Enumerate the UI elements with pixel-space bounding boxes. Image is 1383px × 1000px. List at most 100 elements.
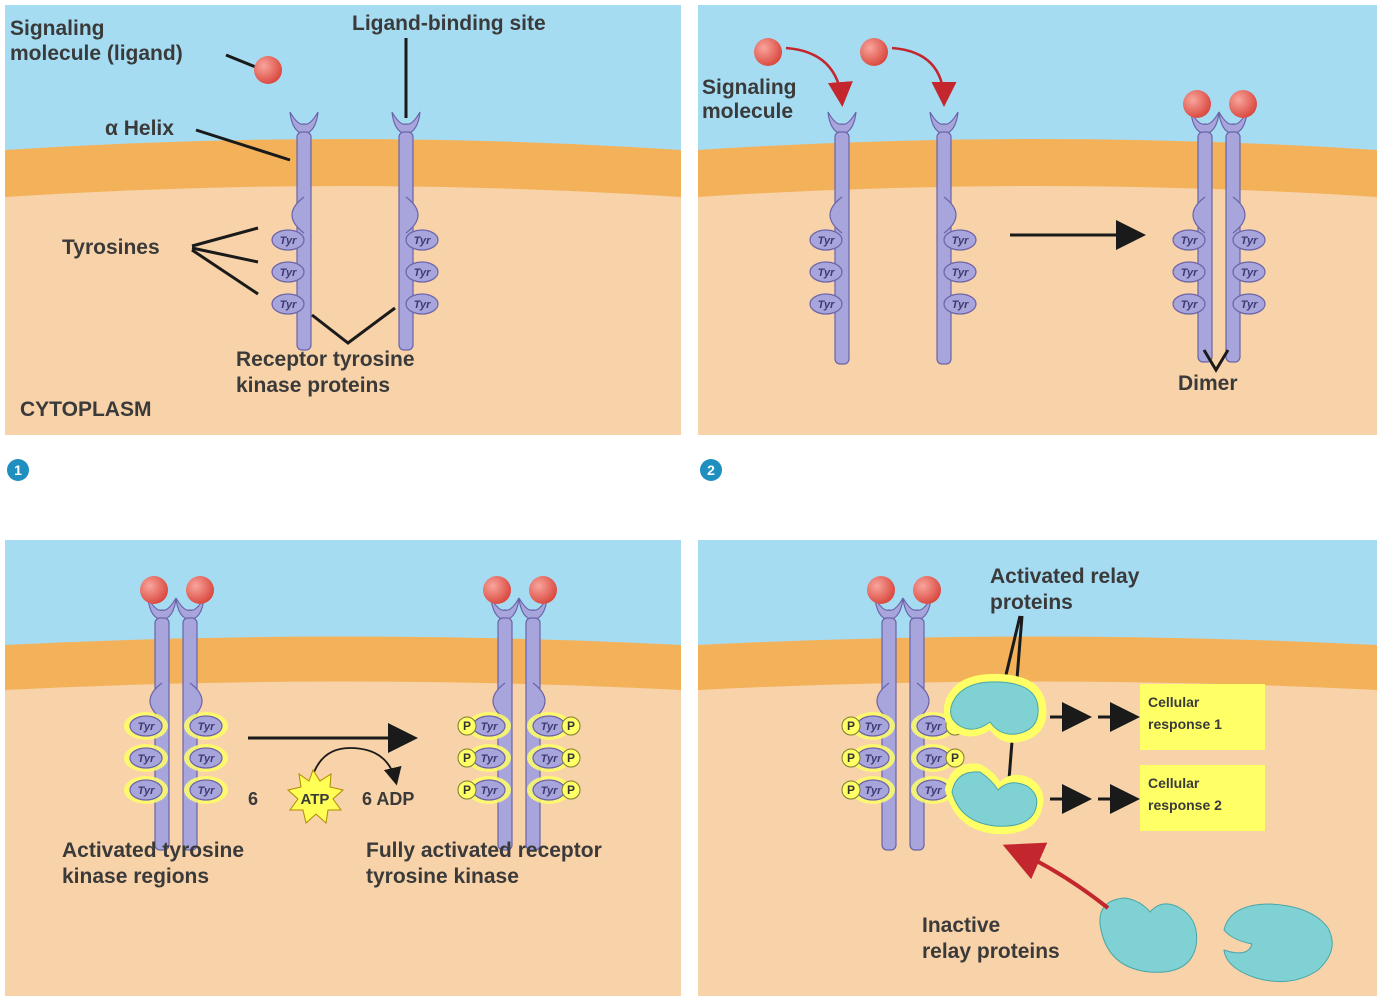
phosphate bbox=[561, 780, 581, 800]
tyrosine bbox=[809, 229, 843, 251]
tyrosine-label: Tyr bbox=[1241, 299, 1258, 311]
inactive-relay-protein-1 bbox=[1099, 897, 1198, 973]
activated-relay-protein-1 bbox=[943, 673, 1047, 743]
receptor-stalk bbox=[834, 131, 850, 365]
tyrosine bbox=[129, 747, 163, 769]
tyrosine-label: Tyr bbox=[925, 721, 942, 733]
relay-label-line1: Activated relay bbox=[990, 565, 1140, 588]
tyrosine-label: Tyr bbox=[198, 721, 215, 733]
signal-label-line1: Signaling bbox=[702, 76, 797, 99]
activated-relay-protein-2 bbox=[945, 763, 1044, 835]
tyrosine-label: Tyr bbox=[138, 785, 155, 797]
panel-2-background bbox=[698, 5, 1377, 435]
tyrosine bbox=[271, 229, 305, 251]
phosphate bbox=[841, 716, 861, 736]
tyrosine bbox=[405, 229, 439, 251]
tyrosine-label: Tyr bbox=[414, 235, 431, 247]
tyrosine-label: Tyr bbox=[865, 721, 882, 733]
response-1-line2: response 1 bbox=[1148, 716, 1222, 732]
full-label-line1: Fully activated receptor bbox=[366, 839, 602, 862]
tyrosine bbox=[189, 715, 223, 737]
tyrosine bbox=[1232, 261, 1266, 283]
tyrosine bbox=[1172, 261, 1206, 283]
inactive-label-line1: Inactive bbox=[922, 914, 1000, 937]
ligand-binding-cup bbox=[289, 111, 319, 135]
phosphate bbox=[841, 748, 861, 768]
response-2-line1: Cellular bbox=[1148, 775, 1200, 791]
tyrosine bbox=[809, 293, 843, 315]
phosphate-label: P bbox=[847, 719, 855, 733]
tyrosine-label: Tyr bbox=[925, 785, 942, 797]
adp-label: 6 ADP bbox=[362, 789, 414, 809]
bound-ligand bbox=[140, 576, 168, 604]
phosphate-label: P bbox=[567, 751, 575, 765]
response-2-line2: response 2 bbox=[1148, 797, 1222, 813]
ligand-binding-cup bbox=[929, 111, 959, 135]
response-1-box bbox=[1140, 684, 1265, 750]
tyrosine-label: Tyr bbox=[865, 753, 882, 765]
tyrosine bbox=[1232, 229, 1266, 251]
tyrosine-label: Tyr bbox=[414, 299, 431, 311]
phosphate bbox=[561, 748, 581, 768]
inactive-relay-protein-2 bbox=[1223, 903, 1333, 983]
atp-starburst bbox=[286, 768, 345, 824]
bound-ligand bbox=[529, 576, 557, 604]
tyrosine-label: Tyr bbox=[138, 721, 155, 733]
tyrosine-label: Tyr bbox=[481, 785, 498, 797]
response-1-line1: Cellular bbox=[1148, 694, 1200, 710]
phosphate bbox=[457, 780, 477, 800]
tyrosine-label: Tyr bbox=[481, 721, 498, 733]
tyrosine bbox=[943, 261, 977, 283]
cytoplasm-label: CYTOPLASM bbox=[20, 398, 151, 421]
phosphate-label: P bbox=[567, 719, 575, 733]
tyrosine bbox=[129, 779, 163, 801]
receptor-bulge bbox=[829, 196, 843, 234]
panel-1-annotations: Signaling molecule (ligand) Ligand-bindi… bbox=[10, 12, 546, 421]
tyrosine-label: Tyr bbox=[198, 753, 215, 765]
phosphate-label: P bbox=[567, 783, 575, 797]
phosphate-label: P bbox=[951, 751, 959, 765]
step-badge-1: 1 bbox=[7, 459, 29, 481]
ligand-molecule bbox=[254, 56, 282, 84]
tyrosine bbox=[943, 229, 977, 251]
receptor-stalk bbox=[936, 131, 952, 365]
tyrosine-label: Tyr bbox=[818, 235, 835, 247]
bound-ligand bbox=[913, 576, 941, 604]
tyrosine-label: Tyr bbox=[925, 753, 942, 765]
phosphate bbox=[561, 716, 581, 736]
tyrosine-label: Tyr bbox=[280, 299, 297, 311]
phosphate bbox=[457, 748, 477, 768]
tyrosine-label: Tyr bbox=[865, 785, 882, 797]
dimer-label: Dimer bbox=[1178, 372, 1238, 395]
tyrosines-label: Tyrosines bbox=[62, 236, 160, 259]
ligand-molecule-a bbox=[754, 38, 782, 66]
receptor-bulge bbox=[1192, 196, 1206, 234]
tyrosine-label: Tyr bbox=[952, 267, 969, 279]
tyrosine-label: Tyr bbox=[1181, 235, 1198, 247]
tyrosine-label: Tyr bbox=[818, 267, 835, 279]
phosphate-label: P bbox=[847, 783, 855, 797]
tyrosine bbox=[271, 261, 305, 283]
tyrosine-label: Tyr bbox=[952, 235, 969, 247]
signal-label-line2: molecule bbox=[702, 100, 793, 123]
ligand-label-line1: Signaling bbox=[10, 17, 105, 40]
tyrosine-label: Tyr bbox=[138, 753, 155, 765]
phosphate-label: P bbox=[463, 751, 471, 765]
bound-ligand bbox=[1183, 90, 1211, 118]
tyrosine-label: Tyr bbox=[952, 299, 969, 311]
bound-ligand bbox=[867, 576, 895, 604]
rtk-label-line1: Receptor tyrosine bbox=[236, 348, 415, 371]
tyrosine bbox=[405, 293, 439, 315]
tyrosine bbox=[1172, 229, 1206, 251]
tyrosine bbox=[1232, 293, 1266, 315]
tyrosine bbox=[271, 293, 305, 315]
panel-3-annotations: 6 ATP 6 ADP Activated tyrosine kinase re… bbox=[62, 723, 602, 888]
svg-text:2: 2 bbox=[707, 462, 715, 478]
tyrosine-label: Tyr bbox=[198, 785, 215, 797]
tyrosine-label: Tyr bbox=[1181, 299, 1198, 311]
